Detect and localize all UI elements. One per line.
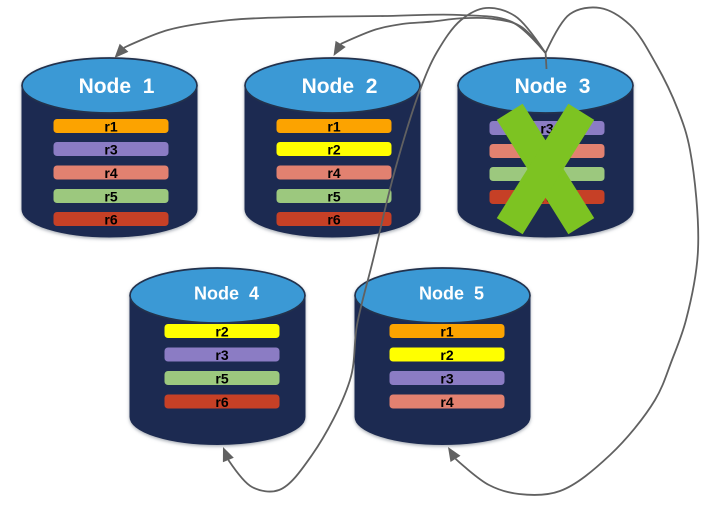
svg-text:Node 4: Node 4 bbox=[194, 284, 259, 304]
svg-text:r4: r4 bbox=[104, 165, 117, 181]
svg-text:r6: r6 bbox=[104, 212, 117, 228]
svg-text:Node 3: Node 3 bbox=[515, 75, 591, 98]
svg-text:Node 5: Node 5 bbox=[419, 284, 484, 304]
svg-text:Node 2: Node 2 bbox=[302, 75, 378, 98]
svg-text:r5: r5 bbox=[104, 189, 117, 205]
svg-text:r5: r5 bbox=[327, 189, 340, 205]
svg-text:r3: r3 bbox=[104, 142, 117, 158]
svg-text:Node 1: Node 1 bbox=[79, 75, 155, 98]
svg-text:r1: r1 bbox=[327, 119, 340, 135]
svg-text:r2: r2 bbox=[327, 142, 340, 158]
svg-text:r1: r1 bbox=[104, 119, 117, 135]
svg-text:r1: r1 bbox=[440, 324, 453, 340]
svg-text:r4: r4 bbox=[440, 394, 453, 410]
svg-text:r2: r2 bbox=[440, 347, 453, 363]
svg-text:r5: r5 bbox=[215, 371, 228, 387]
svg-text:r2: r2 bbox=[215, 324, 228, 340]
svg-text:r6: r6 bbox=[327, 212, 340, 228]
svg-text:r6: r6 bbox=[215, 394, 228, 410]
svg-text:r3: r3 bbox=[215, 347, 228, 363]
svg-text:r3: r3 bbox=[440, 371, 453, 387]
svg-text:r4: r4 bbox=[327, 165, 340, 181]
